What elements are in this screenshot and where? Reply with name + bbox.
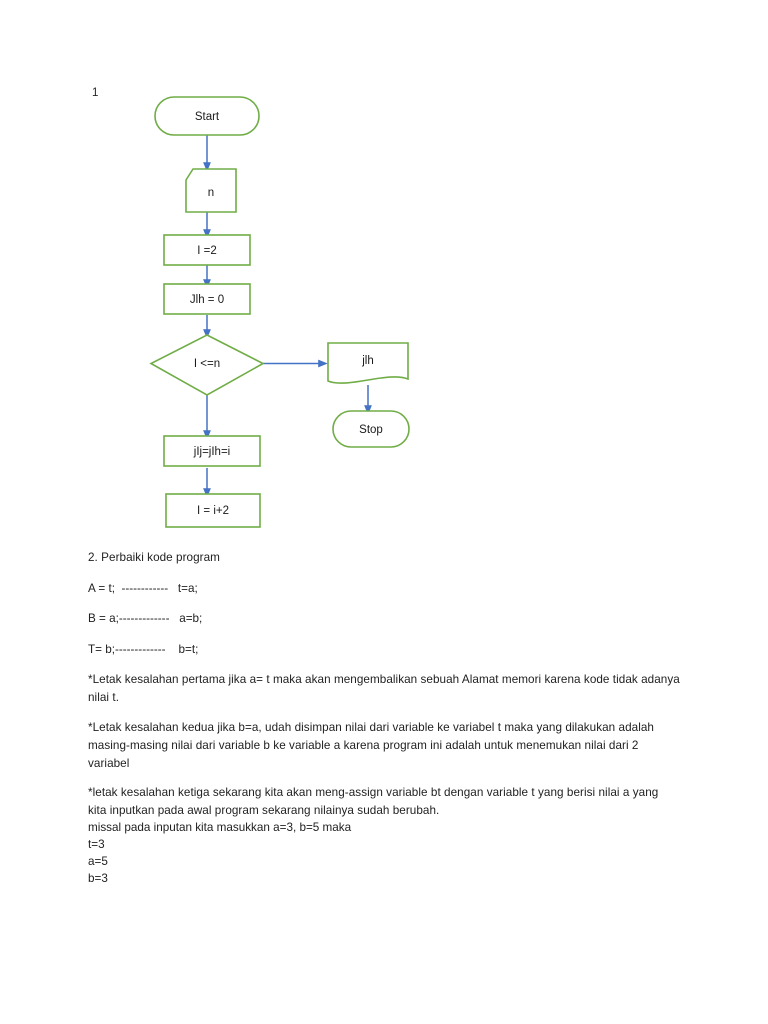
example-line-4: b=3	[88, 871, 108, 885]
example-line-3: a=5	[88, 854, 108, 868]
code-line-2: B = a;------------- a=b;	[88, 612, 203, 626]
example-line-1: missal pada inputan kita masukkan a=3, b…	[88, 820, 352, 834]
flow-node-init-i-label: I =2	[197, 245, 217, 257]
flow-node-start-label: Start	[195, 111, 220, 123]
flow-node-accumulate: jIj=jIh=i	[163, 435, 261, 467]
flowchart-figure: 1	[85, 85, 685, 535]
flowchart-connectors	[203, 135, 372, 498]
flow-node-init-jlh-label: Jlh = 0	[190, 294, 224, 306]
flow-node-increment-label: I = i+2	[197, 505, 229, 517]
flowchart-canvas: Start n I =2 Jlh = 0	[149, 96, 410, 528]
flow-node-stop-label: Stop	[359, 424, 383, 436]
flow-node-decision-label: I <=n	[194, 358, 220, 370]
flow-node-accumulate-label: jIj=jIh=i	[193, 446, 230, 458]
flow-node-input-n-label: n	[208, 187, 214, 199]
example-line-2: t=3	[88, 837, 105, 851]
code-line-3: T= b;------------- b=t;	[88, 642, 199, 656]
flow-node-decision: I <=n	[149, 334, 265, 396]
flowchart-index-label: 1	[92, 87, 99, 99]
code-line-1: A = t; ------------ t=a;	[88, 581, 198, 595]
flow-node-output-jlh-label: jlh	[361, 355, 374, 367]
flow-node-init-jlh: Jlh = 0	[163, 283, 251, 315]
flow-node-stop: Stop	[332, 410, 410, 448]
paragraph-error-3: *letak kesalahan ketiga sekarang kita ak…	[88, 786, 659, 818]
flow-node-input-n: n	[185, 168, 237, 213]
section-heading: 2. Perbaiki kode program	[88, 551, 220, 564]
flow-node-output-jlh: jlh	[327, 342, 409, 384]
flow-node-increment: I = i+2	[165, 493, 261, 528]
paragraph-error-1: *Letak kesalahan pertama jika a= t maka …	[88, 673, 680, 705]
flow-node-start: Start	[154, 96, 260, 136]
document-body: 2. Perbaiki kode program A = t; --------…	[88, 549, 680, 888]
flow-node-init-i: I =2	[163, 234, 251, 266]
paragraph-error-2: *Letak kesalahan kedua jika b=a, udah di…	[88, 720, 654, 770]
